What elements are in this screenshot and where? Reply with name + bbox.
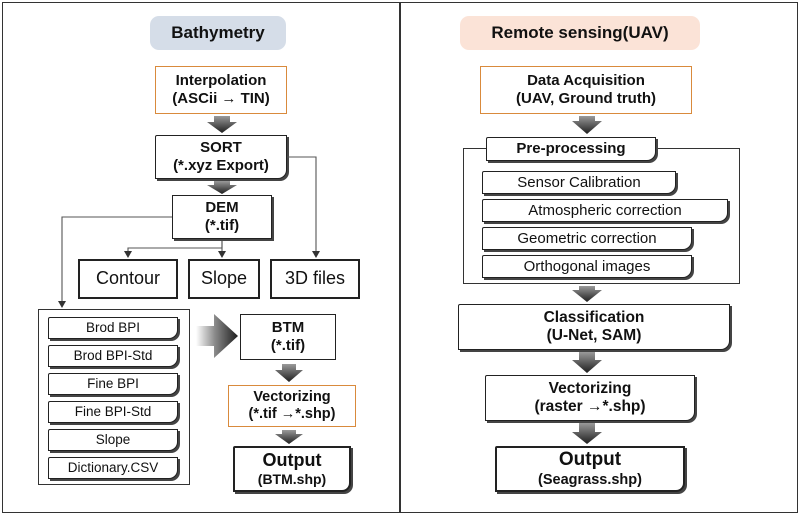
dem-title: DEM — [205, 199, 239, 217]
vectorizing-left-subtitle: (*.tif →*.shp) — [248, 406, 336, 422]
connector-dem-to-bpi-list — [58, 216, 172, 308]
output-right-subtitle: (Seagrass.shp) — [538, 471, 642, 488]
arrow-bpi-to-btm — [196, 314, 238, 358]
connector-sort-to-3d-files — [287, 156, 320, 258]
bpi-item-slope: Slope — [48, 429, 178, 451]
bpi-item-dictionary-csv: Dictionary.CSV — [48, 457, 178, 479]
remote-sensing-header: Remote sensing(UAV) — [460, 16, 700, 50]
output-left-title: Output — [262, 450, 322, 471]
interpolation-title: Interpolation — [175, 72, 267, 90]
arrow-classification-to-vectorizing — [572, 352, 602, 373]
data-acquisition-subtitle: (UAV, Ground truth) — [516, 90, 656, 107]
arrow-preprocessing-to-classification — [572, 286, 602, 302]
btm-box: BTM (*.tif) — [240, 314, 336, 360]
sort-box: SORT (*.xyz Export) — [155, 135, 287, 179]
step-orthogonal-images: Orthogonal images — [482, 255, 692, 278]
vectorizing-right-subtitle: (raster →*.shp) — [534, 398, 646, 415]
connector-dem-to-contour — [124, 241, 223, 258]
vectorizing-box-right: Vectorizing (raster →*.shp) — [485, 375, 695, 421]
classification-subtitle: (U-Net, SAM) — [546, 327, 642, 344]
arrow-vectorizing-to-output — [275, 430, 303, 444]
output-box-right: Output (Seagrass.shp) — [495, 446, 685, 492]
interpolation-box: Interpolation (ASCii → TIN) — [155, 66, 287, 114]
sort-subtitle: (*.xyz Export) — [173, 157, 269, 174]
step-geometric-correction: Geometric correction — [482, 227, 692, 250]
data-acquisition-title: Data Acquisition — [527, 72, 645, 90]
step-sensor-calibration: Sensor Calibration — [482, 171, 676, 194]
vectorizing-left-title: Vectorizing — [253, 388, 331, 405]
classification-box: Classification (U-Net, SAM) — [458, 304, 730, 350]
data-acquisition-box: Data Acquisition (UAV, Ground truth) — [480, 66, 692, 114]
bpi-item-fine-bpi: Fine BPI — [48, 373, 178, 395]
sort-title: SORT — [200, 139, 242, 157]
output-left-subtitle: (BTM.shp) — [257, 471, 327, 488]
arrow-vectorizing-to-output-right — [572, 423, 602, 444]
classification-title: Classification — [543, 308, 645, 326]
btm-title: BTM — [271, 319, 305, 337]
vectorizing-box-left: Vectorizing (*.tif →*.shp) — [228, 385, 356, 427]
bpi-item-brod-bpi-std: Brod BPI-Std — [48, 345, 178, 367]
slope-box: Slope — [188, 259, 260, 299]
arrow-sort-to-dem — [207, 181, 237, 194]
dem-subtitle: (*.tif) — [204, 217, 240, 234]
output-right-title: Output — [558, 449, 622, 471]
dem-box: DEM (*.tif) — [172, 195, 272, 239]
output-box-left: Output (BTM.shp) — [233, 446, 351, 492]
bpi-item-fine-bpi-std: Fine BPI-Std — [48, 401, 178, 423]
btm-subtitle: (*.tif) — [270, 337, 306, 354]
arrow-acquisition-to-preprocessing — [572, 116, 602, 134]
contour-box: Contour — [78, 259, 178, 299]
bpi-item-brod-bpi: Brod BPI — [48, 317, 178, 339]
vectorizing-right-title: Vectorizing — [548, 379, 632, 397]
arrow-interpolation-to-sort — [207, 116, 237, 133]
3d-files-box: 3D files — [270, 259, 360, 299]
preprocessing-label: Pre-processing — [486, 137, 656, 161]
bathymetry-header: Bathymetry — [150, 16, 286, 50]
step-atmospheric-correction: Atmospheric correction — [482, 199, 728, 222]
interpolation-subtitle: (ASCii → TIN) — [172, 90, 270, 107]
arrow-btm-to-vectorizing — [275, 364, 303, 382]
